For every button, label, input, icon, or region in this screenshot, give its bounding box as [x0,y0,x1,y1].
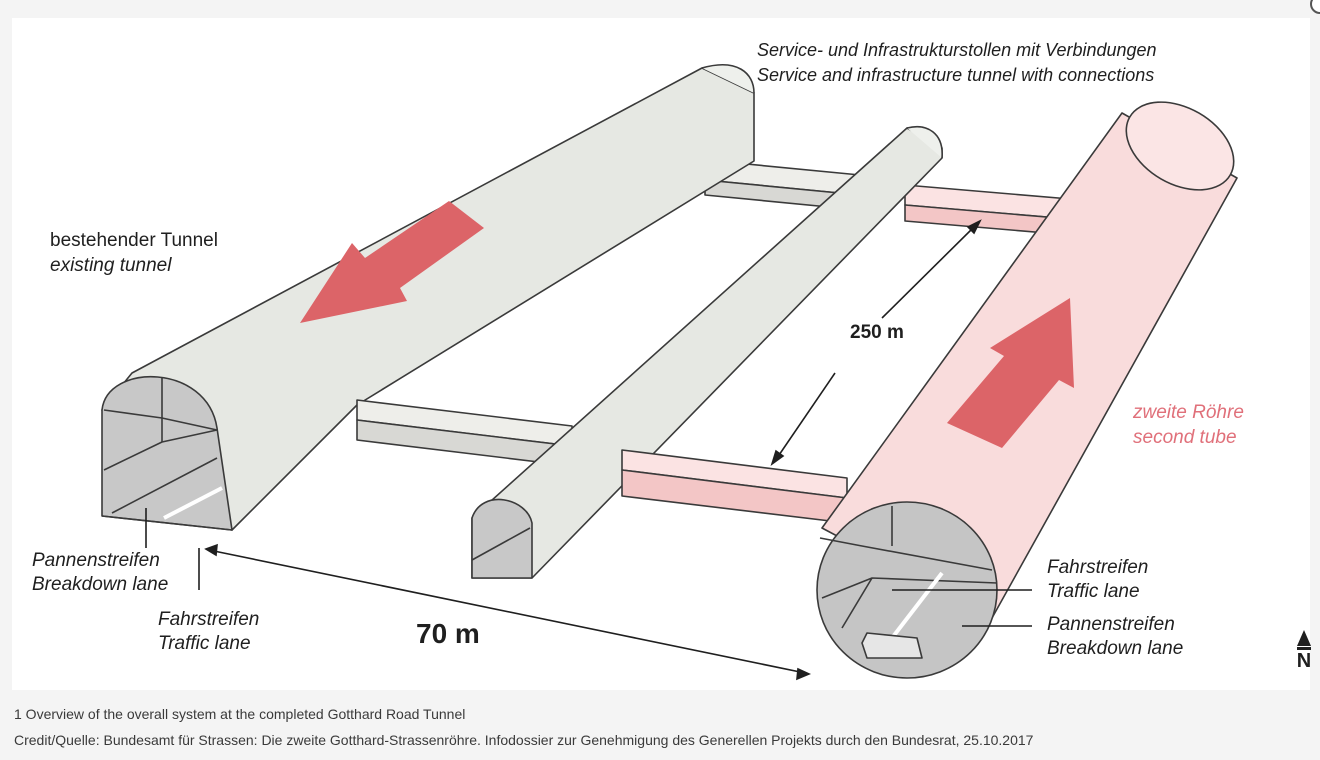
existing-tunnel-label-en: existing tunnel [50,255,172,276]
left-traffic-lane-en: Traffic lane [158,633,251,654]
caption-title: 1 Overview of the overall system at the … [14,706,466,722]
distance-70-label: 70 m [416,618,480,649]
caption-credit: Credit/Quelle: Bundesamt für Strassen: D… [14,732,1034,748]
left-breakdown-lane-de: Pannenstreifen [32,550,160,571]
arrow-northbound [947,298,1074,448]
right-traffic-lane-de: Fahrstreifen [1047,557,1149,578]
service-tunnel-label-en: Service and infrastructure tunnel with c… [757,65,1155,85]
second-tube-label-en: second tube [1133,427,1237,448]
left-traffic-lane-de: Fahrstreifen [158,609,260,630]
connector-front-left [356,399,573,467]
connector-front-right [621,449,848,524]
right-breakdown-lane-en: Breakdown lane [1047,638,1184,659]
second-tube-label-de: zweite Röhre [1133,402,1244,423]
north-letter: N [1296,650,1312,672]
existing-tunnel-label-de: bestehender Tunnel [50,230,218,251]
dimension-70m [204,543,812,681]
north-indicator: N [1294,630,1314,673]
left-breakdown-lane-en: Breakdown lane [32,574,169,595]
right-breakdown-lane-de: Pannenstreifen [1047,614,1175,635]
tunnel-drawing [101,64,1238,681]
north-bar [1297,647,1311,650]
tunnel-diagram: Service- und Infrastrukturstollen mit Ve… [12,18,1311,690]
existing-tunnel [101,64,755,531]
right-traffic-lane-en: Traffic lane [1047,581,1140,602]
service-tunnel-label-de: Service- und Infrastrukturstollen mit Ve… [757,40,1157,60]
distance-250-label: 250 m [850,322,904,343]
service-tunnel [471,126,943,579]
dimension-250m [770,219,982,467]
circle-icon [1310,0,1320,14]
north-arrow-icon [1297,630,1311,646]
arrow-southbound [300,201,484,323]
